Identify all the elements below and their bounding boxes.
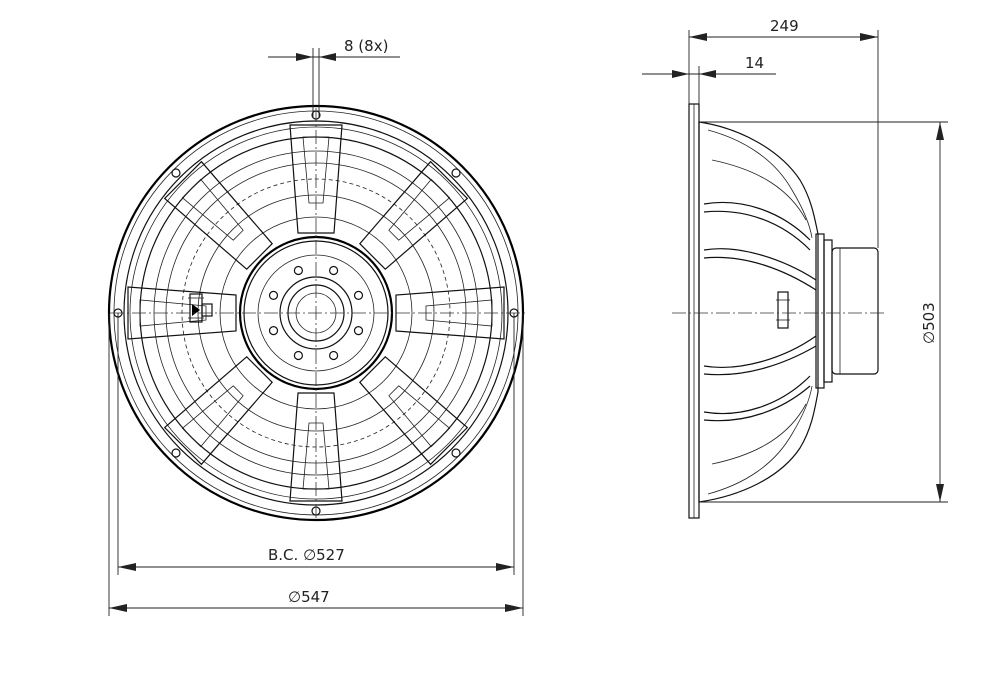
cone-diameter-label: ∅503 bbox=[920, 302, 938, 344]
frame-spoke bbox=[289, 124, 343, 234]
basket-outline bbox=[698, 121, 819, 503]
front-view bbox=[107, 104, 528, 522]
frame-spoke bbox=[127, 286, 237, 340]
mounting-hole bbox=[451, 168, 461, 178]
frame-spoke bbox=[395, 286, 505, 340]
frame-spoke bbox=[359, 356, 469, 466]
cone-diameter-dimension: ∅503 bbox=[700, 121, 948, 503]
outer-diameter-dimension: ∅547 bbox=[108, 313, 524, 616]
motor-screw-hole bbox=[268, 290, 279, 300]
bolt-circle-label: B.C. ∅527 bbox=[268, 546, 345, 564]
spoke-slot bbox=[139, 299, 207, 327]
frame-spokes bbox=[127, 124, 505, 502]
frame-spoke bbox=[289, 392, 343, 502]
spoke-slot bbox=[302, 136, 330, 204]
flange-thickness-label: 14 bbox=[745, 54, 764, 72]
motor-screw-hole bbox=[329, 265, 339, 276]
frame-spoke bbox=[359, 160, 469, 270]
mounting-hole bbox=[171, 168, 181, 178]
depth-dimension: 249 bbox=[688, 17, 879, 248]
hole-spec-label: 8 (8x) bbox=[344, 37, 388, 55]
spoke-slot bbox=[388, 178, 451, 241]
mounting-hole bbox=[171, 448, 181, 458]
outer-diameter-label: ∅547 bbox=[288, 588, 330, 606]
frame-spoke bbox=[163, 160, 273, 270]
motor-screw-hole bbox=[293, 265, 303, 276]
spoke-slot bbox=[388, 385, 451, 448]
frame-spoke bbox=[163, 356, 273, 466]
spoke-slot bbox=[181, 385, 244, 448]
mounting-hole bbox=[451, 448, 461, 458]
motor-screw-hole bbox=[353, 290, 364, 300]
motor-screw-hole bbox=[268, 326, 279, 336]
motor-screw-hole bbox=[353, 326, 364, 336]
spoke-slot bbox=[181, 178, 244, 241]
motor-screw-hole bbox=[329, 350, 339, 361]
terminal-connector bbox=[188, 293, 213, 323]
spoke-slot bbox=[302, 422, 330, 490]
motor-screw-hole bbox=[293, 350, 303, 361]
magnet-assembly bbox=[831, 247, 879, 375]
side-view bbox=[672, 103, 886, 519]
flange-thickness-dimension: 14 bbox=[642, 54, 776, 104]
spoke-slot bbox=[425, 299, 493, 327]
bolt-circle-dimension: B.C. ∅527 bbox=[117, 313, 515, 575]
hole-dimension: 8 (8x) bbox=[268, 37, 400, 118]
motor-screw-holes bbox=[268, 265, 364, 361]
depth-label: 249 bbox=[770, 17, 799, 35]
